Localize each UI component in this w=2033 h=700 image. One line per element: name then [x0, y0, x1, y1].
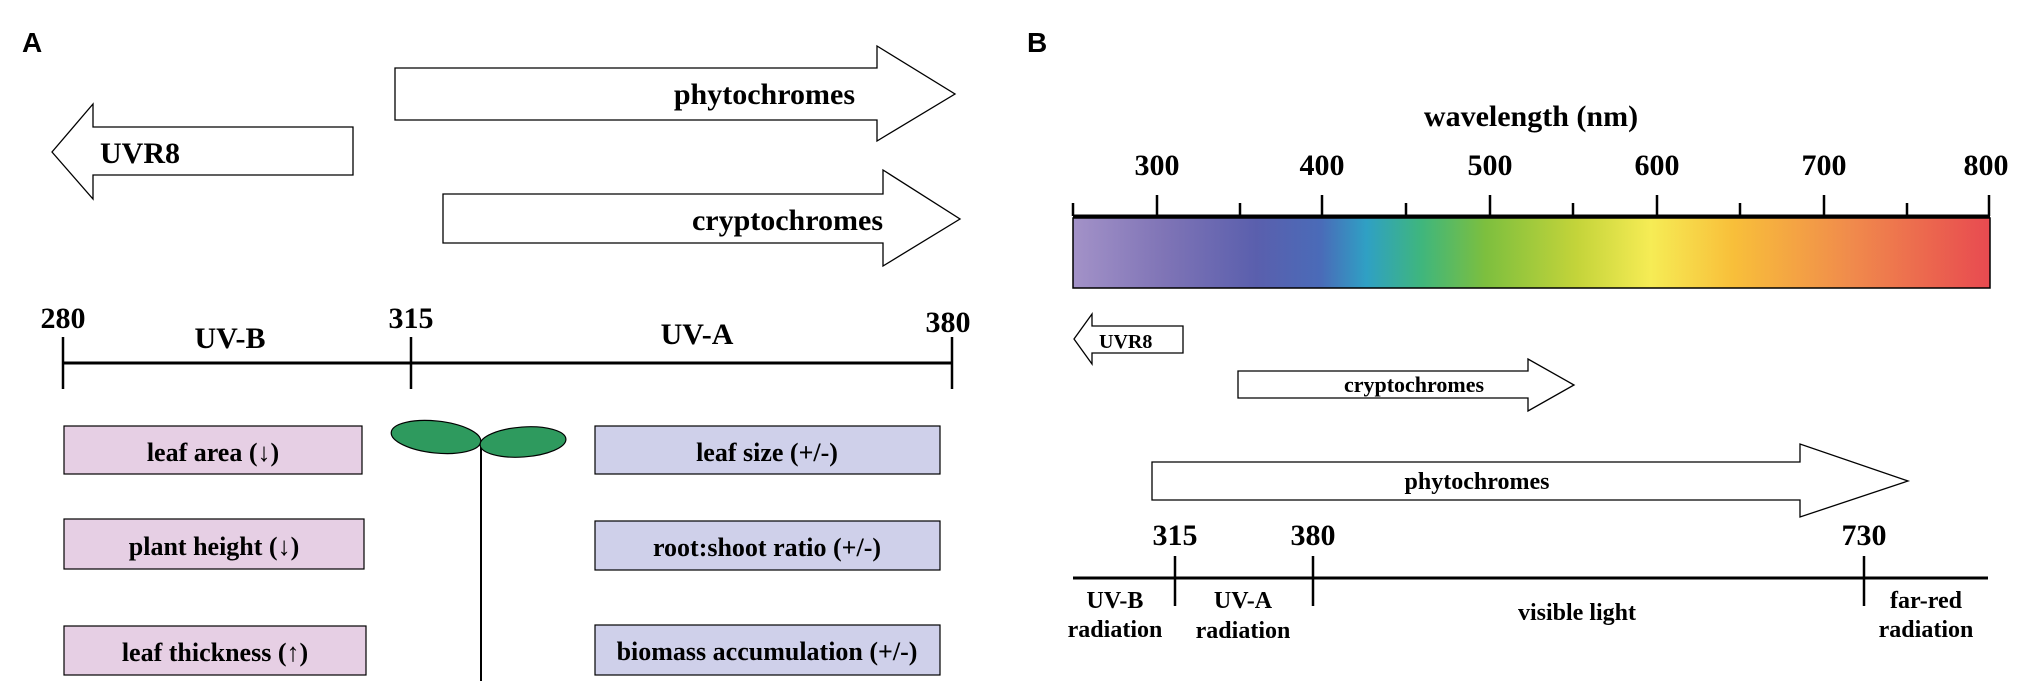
uvb-effect-leaf-area: leaf area (↓) [147, 438, 279, 467]
panel-a-region-uvb: UV-B [194, 322, 265, 355]
panel-b-uvr8-arrow: UVR8 [1073, 311, 1184, 367]
panel-b-label: B [1027, 27, 1047, 58]
region-uvb-line2: radiation [1068, 617, 1163, 643]
uvb-effect-box [63, 625, 367, 676]
visible-spectrum-bar [1072, 217, 1991, 289]
uva-effect-leaf-size: leaf size (+/-) [696, 438, 838, 467]
panel-b-cryptochromes-label: cryptochromes [1344, 372, 1485, 397]
panel-a-phytochromes-arrow: phytochromes [394, 44, 957, 143]
region-uva-line1: UV-A [1214, 588, 1273, 614]
panel-a-cryptochromes-arrow: cryptochromes [442, 168, 962, 268]
panel-a-tick-280: 280 [41, 302, 86, 335]
panel-a-uva-effects: leaf size (+/-) root:shoot ratio (+/-) b… [594, 425, 941, 676]
uva-effect-box [594, 425, 941, 475]
uva-effect-biomass: biomass accumulation (+/-) [617, 637, 918, 666]
panel-b-tick-380: 380 [1291, 519, 1336, 552]
panel-a-wavelength-axis: 280 315 380 UV-B UV-A [41, 302, 971, 389]
seedling-leaf-left [390, 419, 482, 455]
uva-effect-root-shoot-ratio: root:shoot ratio (+/-) [653, 533, 881, 562]
region-uvb-line1: UV-B [1087, 588, 1144, 614]
region-farred-line2: radiation [1879, 617, 1974, 643]
region-uva-line2: radiation [1196, 618, 1291, 644]
spectrum-tick-500: 500 [1468, 149, 1513, 182]
spectrum-tick-400: 400 [1300, 149, 1345, 182]
spectrum-tick-800: 800 [1964, 149, 2009, 182]
panel-b-cryptochromes-arrow: cryptochromes [1237, 357, 1576, 413]
spectrum-title: wavelength (nm) [1424, 100, 1638, 133]
panel-b-phytochromes-label: phytochromes [1405, 469, 1550, 495]
panel-a-tick-315: 315 [389, 302, 434, 335]
panel-b-phytochromes-arrow: phytochromes [1151, 443, 1911, 518]
panel-a-region-uva: UV-A [661, 318, 734, 351]
panel-a-tick-380: 380 [926, 306, 971, 339]
uva-effect-box [594, 520, 941, 571]
uvb-effect-plant-height: plant height (↓) [129, 532, 299, 561]
uva-effect-box [594, 624, 941, 676]
seedling-leaf-right [479, 426, 567, 458]
region-farred-line1: far-red [1890, 588, 1963, 614]
panel-a-uvr8-label: UVR8 [100, 137, 180, 170]
panel-a-uvr8-arrow: UVR8 [51, 102, 354, 201]
region-visible-light: visible light [1518, 600, 1636, 626]
panel-a-cryptochromes-label: cryptochromes [692, 204, 883, 237]
spectrum-tick-600: 600 [1635, 149, 1680, 182]
panel-b-tick-730: 730 [1842, 519, 1887, 552]
panel-b-region-axis: 315 380 730 UV-B radiation UV-A radiatio… [1068, 519, 1988, 644]
panel-a-uvb-effects: leaf area (↓) plant height (↓) leaf thic… [63, 425, 367, 676]
seedling-icon [390, 419, 567, 681]
spectrum-tick-700: 700 [1802, 149, 1847, 182]
panel-a-phytochromes-label: phytochromes [674, 78, 855, 111]
spectrum-tick-300: 300 [1135, 149, 1180, 182]
panel-b-tick-315: 315 [1153, 519, 1198, 552]
uvb-effect-box [63, 425, 363, 475]
panel-a-label: A [22, 27, 42, 58]
spectrum-axis: 300 400 500 600 700 800 [1071, 149, 2009, 218]
uvb-effect-leaf-thickness: leaf thickness (↑) [122, 638, 308, 667]
uvb-effect-box [63, 518, 365, 570]
panel-b-uvr8-label: UVR8 [1099, 331, 1152, 353]
